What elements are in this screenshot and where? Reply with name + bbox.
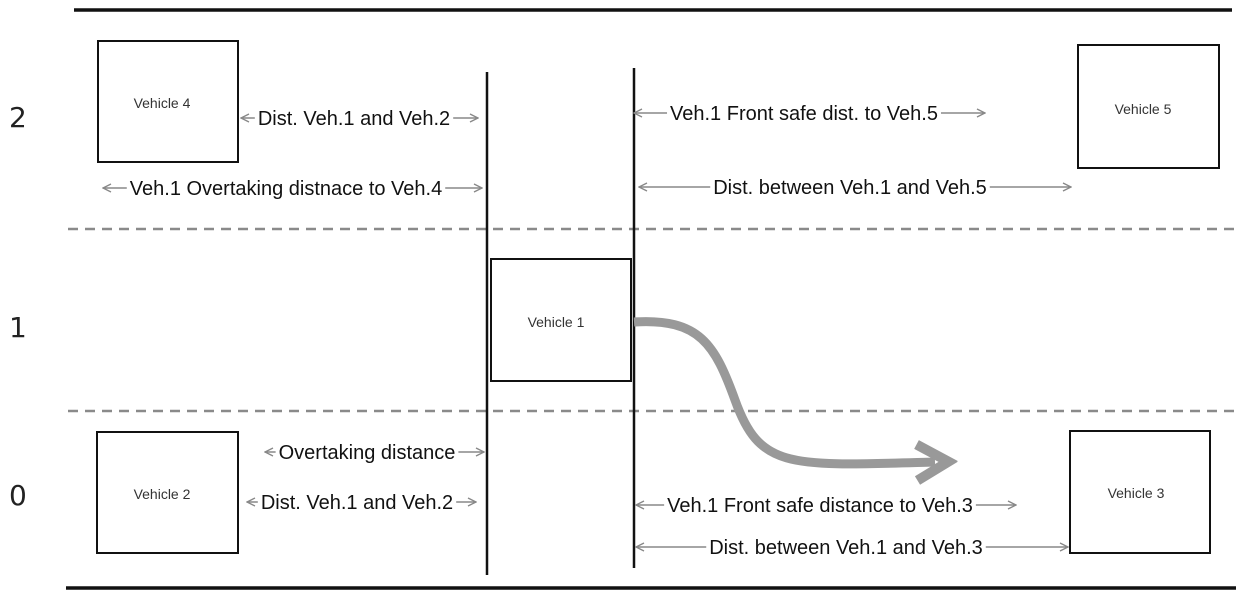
label-overtaking-v4: Veh.1 Overtaking distnace to Veh.4	[130, 178, 442, 200]
lane-number-1: 1	[9, 311, 27, 344]
label-backing	[275, 444, 459, 462]
label-backing	[254, 110, 454, 128]
vehicle-4: Vehicle 4	[97, 40, 239, 163]
vehicle-2: Vehicle 2	[96, 431, 239, 554]
vehicle-3-label: Vehicle 3	[1108, 485, 1165, 501]
label-backing	[664, 497, 976, 515]
label-dist-v1-v2-upper: Dist. Veh.1 and Veh.2	[258, 108, 450, 130]
lane-change-trajectory-arrow	[633, 317, 935, 464]
vehicle-1: Vehicle 1	[490, 258, 632, 382]
vehicle-5-label: Vehicle 5	[1115, 101, 1172, 117]
vehicle-3: Vehicle 3	[1069, 430, 1211, 554]
lane-number-2: 2	[9, 101, 27, 134]
label-backing	[710, 179, 990, 197]
label-front-safe-v5: Veh.1 Front safe dist. to Veh.5	[670, 103, 938, 125]
label-overtaking-distance: Overtaking distance	[279, 442, 456, 464]
vehicle-5: Vehicle 5	[1077, 44, 1220, 169]
label-dist-between-v1-v5: Dist. between Veh.1 and Veh.5	[713, 177, 987, 199]
vehicle-1-label: Vehicle 1	[528, 314, 585, 330]
label-backing	[667, 105, 941, 123]
vehicle-2-label: Vehicle 2	[134, 486, 191, 502]
vehicle-4-label: Vehicle 4	[134, 95, 191, 111]
label-dist-between-v1-v3: Dist. between Veh.1 and Veh.3	[709, 537, 983, 559]
label-front-safe-v3: Veh.1 Front safe distance to Veh.3	[667, 495, 973, 517]
label-backing	[126, 180, 446, 198]
label-backing	[706, 539, 986, 557]
lane-number-0: 0	[9, 479, 27, 512]
label-dist-v1-v2-lower: Dist. Veh.1 and Veh.2	[261, 492, 453, 514]
label-backing	[257, 494, 457, 512]
